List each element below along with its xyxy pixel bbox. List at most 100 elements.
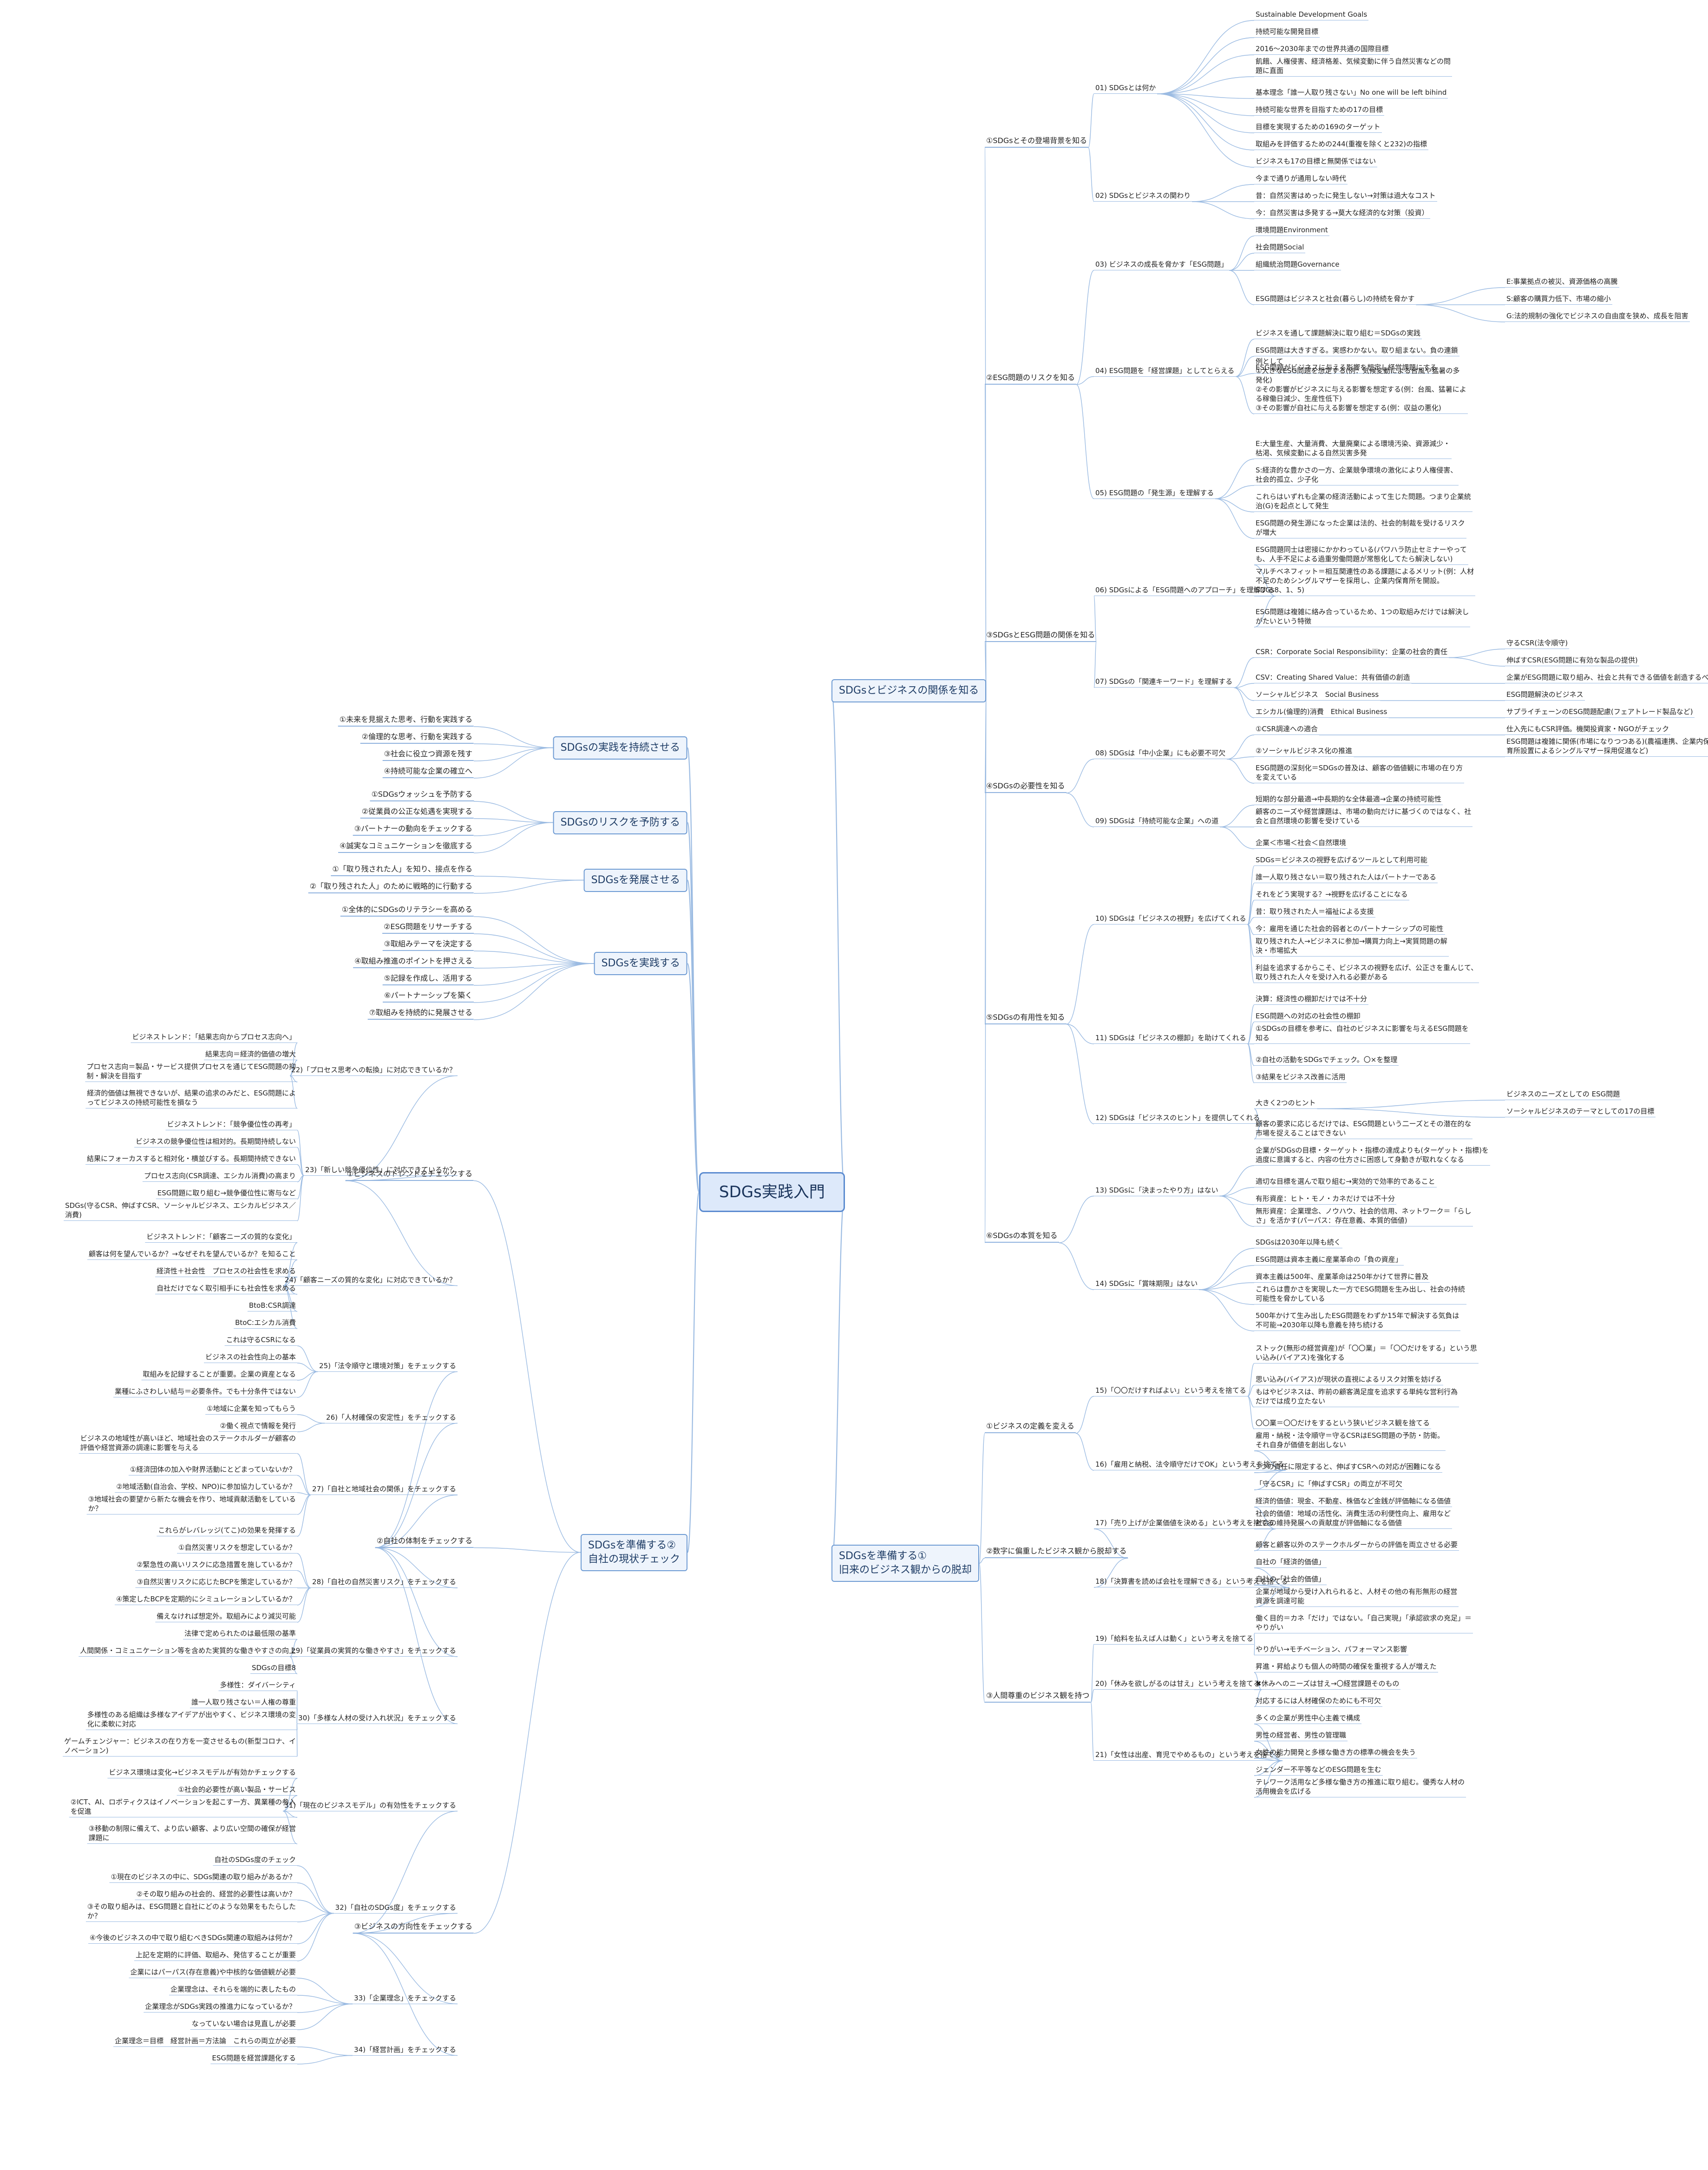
topic-70[interactable]: 11) SDGsは「ビジネスの棚卸」を助けてくれる: [1094, 1033, 1248, 1044]
topic-199[interactable]: ③ビジネスの方向性をチェックする: [353, 1922, 474, 1934]
topic-152[interactable]: 結果志向＝経済的価値の増大: [203, 1049, 297, 1060]
topic-11[interactable]: ビジネスも17の目標と無関係ではない: [1254, 157, 1378, 167]
topic-126[interactable]: テレワーク活用など多様な働き方の推進に取り組む。優秀な人材の 活用機会を広げる: [1254, 1777, 1466, 1797]
topic-111[interactable]: 自社の「社会的価値」: [1254, 1574, 1327, 1585]
topic-46[interactable]: ソーシャルビジネス Social Business: [1254, 690, 1381, 701]
topic-41[interactable]: CSR：Corporate Social Responsibility：企業の社…: [1254, 647, 1449, 658]
topic-69[interactable]: 利益を追求するからこそ、ビジネスの視野を広げ、公正さを重んじて、 取り残された人…: [1254, 963, 1479, 983]
topic-48[interactable]: エシカル(倫理的)消費 Ethical Business: [1254, 707, 1389, 718]
topic-32[interactable]: S:経済的な豊かさの一方、企業競争環境の激化により人権侵害、 社会的孤立、少子化: [1254, 465, 1459, 485]
topic-157[interactable]: ビジネスの競争優位性は相対的。長期間持続しない: [134, 1137, 297, 1147]
topic-136[interactable]: ④誠実なコミュニケーションを徹底する: [338, 841, 474, 853]
topic-198[interactable]: ゲームチェンジャー：ビジネスの在り方を一変させるもの(新型コロナ、イ ノベーショ…: [63, 1737, 297, 1757]
topic-35[interactable]: ③SDGsとESG問題の関係を知る: [985, 630, 1097, 642]
topic-170[interactable]: 25)「法令順守と環境対策」をチェックする: [318, 1361, 458, 1372]
topic-158[interactable]: 結果にフォーカスすると相対化・横並びする。長期間持続できない: [85, 1154, 297, 1165]
topic-1[interactable]: ①SDGsとその登場背景を知る: [985, 136, 1089, 148]
topic-141[interactable]: ①全体的にSDGsのリテラシーを高める: [340, 905, 474, 917]
topic-191[interactable]: 法律で定められたのは最低限の基準: [183, 1629, 297, 1639]
topic-4[interactable]: 持続可能な開発目標: [1254, 27, 1320, 38]
topic-20[interactable]: 組織統治問題Governance: [1254, 260, 1341, 270]
topic-164[interactable]: 顧客は何を望んでいるか？→なぜそれを望んでいるか？を知ること: [87, 1249, 297, 1260]
topic-101[interactable]: 雇用・納税・法令順守＝守るCSRはESG問題の予防・防衛。 それ自身が価値を創出…: [1254, 1431, 1446, 1451]
topic-189[interactable]: 備えなければ想定外。取組みにより減災可能: [155, 1612, 297, 1622]
topic-56[interactable]: ESG問題の深刻化＝SDGsの普及は、顧客の価値観に市場の在り方 を変えている: [1254, 763, 1465, 783]
topic-196[interactable]: 誰一人取り残さない＝人権の尊重: [190, 1698, 297, 1708]
topic-74[interactable]: ②自社の活動をSDGsでチェック。〇×を整理: [1254, 1055, 1399, 1066]
topic-131[interactable]: ④持続可能な企業の確立へ: [382, 767, 474, 778]
topic-214[interactable]: 企業理念は、それらを端的に表したもの: [169, 1985, 297, 1995]
main-topic-148[interactable]: SDGsを準備する② 自社の現状チェック: [580, 1534, 687, 1571]
topic-3[interactable]: Sustainable Development Goals: [1254, 10, 1369, 20]
topic-179[interactable]: ビジネスの地域性が高いほど、地域社会のステークホルダーが顧客の 評価や経営資源の…: [79, 1434, 297, 1454]
topic-147[interactable]: ⑦取組みを持続的に発展させる: [367, 1008, 474, 1020]
topic-113[interactable]: ③人間尊重のビジネス観を持つ: [985, 1691, 1091, 1703]
topic-208[interactable]: ②その取り組みの社会的、経営的必要性は高いか？: [135, 1889, 297, 1900]
topic-108[interactable]: 顧客と顧客以外のステークホルダーからの評価を両立させる必要: [1254, 1540, 1459, 1551]
topic-155[interactable]: 23)「新しい競争優位性」に対応できているか？: [304, 1165, 458, 1176]
topic-211[interactable]: 上記を定期的に評価、取組み、発信することが重要: [134, 1950, 297, 1961]
topic-19[interactable]: 社会問題Social: [1254, 243, 1306, 253]
main-topic-140[interactable]: SDGsを実践する: [594, 952, 687, 975]
topic-180[interactable]: ①経済団体の加入や財界活動にとどまっていないか？: [128, 1465, 297, 1475]
topic-97[interactable]: 思い込み(バイアス)が現状の直視によるリスク対策を妨げる: [1254, 1375, 1444, 1385]
topic-130[interactable]: ③社会に役立つ資源を残す: [382, 749, 474, 761]
topic-206[interactable]: 自社のSDGs度のチェック: [213, 1855, 297, 1866]
topic-115[interactable]: 働く目的＝カネ「だけ」ではない。「自己実現」「承認欲求の充足」＝ やりがい: [1254, 1613, 1473, 1633]
topic-159[interactable]: プロセス志向(CSR調達、エシカル消費)の高まり: [142, 1171, 297, 1182]
topic-27[interactable]: ESG問題は大きすぎる。実感わかない。取り組まない。負の連鎖: [1254, 346, 1459, 356]
topic-116[interactable]: やりがい→モチベーション、パフォーマンス影響: [1254, 1645, 1409, 1655]
topic-72[interactable]: ESG問題への対応の社会性の棚卸: [1254, 1011, 1362, 1022]
topic-142[interactable]: ②ESG問題をリサーチする: [382, 922, 474, 934]
topic-166[interactable]: 自社だけでなく取引相手にも社会性を求める: [155, 1284, 297, 1294]
topic-217[interactable]: 34)「経営計画」をチェックする: [353, 2045, 458, 2056]
topic-188[interactable]: ④策定したBCPを定期的にシミュレーションしているか？: [115, 1594, 297, 1605]
topic-218[interactable]: 企業理念＝目標 経営計画＝方法論 これらの両立が必要: [113, 2036, 297, 2047]
topic-58[interactable]: 短期的な部分最適→中長期的な全体最適→企業の持続可能性: [1254, 794, 1443, 805]
topic-210[interactable]: ④今後のビジネスの中で取り組むべきSDGs関連の取組みは何か？: [88, 1933, 297, 1944]
topic-212[interactable]: 33)「企業理念」をチェックする: [353, 1993, 458, 2004]
topic-73[interactable]: ①SDGsの目標を参考に、自社のビジネスに影響を与えるESG問題を 知る: [1254, 1024, 1470, 1044]
topic-10[interactable]: 取組みを評価するための244(重複を除くと232)の指標: [1254, 139, 1428, 150]
topic-96[interactable]: ストック(無形の経営資産)が「〇〇業」＝「〇〇だけをする」という思 い込み(バイ…: [1254, 1344, 1479, 1364]
topic-24[interactable]: G:法的規制の強化でビジネスの自由度を狭め、成長を阻害: [1505, 311, 1690, 322]
topic-200[interactable]: 31)「現在のビジネスモデル」の有効性をチェックする: [283, 1801, 458, 1811]
topic-183[interactable]: これらがレバレッジ(てこ)の効果を発揮する: [157, 1526, 297, 1536]
topic-75[interactable]: ③結果をビジネス改善に活用: [1254, 1072, 1347, 1083]
topic-207[interactable]: ①現在のビジネスの中に、SDGs関連の取り組みがあるか？: [109, 1872, 297, 1883]
topic-117[interactable]: 20)「休みを欲しがるのは甘え」という考えを捨てる: [1094, 1679, 1262, 1690]
topic-47[interactable]: ESG問題解決のビジネス: [1505, 690, 1585, 701]
topic-21[interactable]: ESG問題はビジネスと社会(暮らし)の持続を脅かす: [1254, 294, 1416, 305]
topic-150[interactable]: 22)「プロセス思考への転換」に対応できているか？: [290, 1065, 458, 1076]
topic-154[interactable]: 経済的価値は無視できないが、結果の追求のみだと、ESG問題によ ってビジネスの持…: [85, 1088, 297, 1108]
topic-25[interactable]: 04) ESG問題を「経営課題」としてとらえる: [1094, 366, 1236, 377]
topic-174[interactable]: 業種にふさわしい結与＝必要条件。でも十分条件ではない: [113, 1387, 297, 1397]
topic-125[interactable]: ジェンダー不平等などのESG問題を生む: [1254, 1765, 1383, 1776]
topic-197[interactable]: 多様性のある組織は多様なアイデアが出やすく、ビジネス環境の変 化に柔軟に対応: [85, 1710, 297, 1730]
topic-68[interactable]: 取り残された人→ビジネスに参加→購買力向上→実質問題の解 決・市場拡大: [1254, 937, 1449, 957]
topic-216[interactable]: なっていない場合は見直しが必要: [190, 2019, 297, 2030]
topic-143[interactable]: ③取組みテーマを決定する: [382, 939, 474, 951]
topic-64[interactable]: 誰一人取り残さない＝取り残された人はパートナーである: [1254, 872, 1438, 883]
topic-95[interactable]: 15)「〇〇だけすればよい」という考えを捨てる: [1094, 1386, 1248, 1396]
topic-83[interactable]: 企業がSDGsの目標・ターゲット・指標の達成よりも(ターゲット・指標)を 過度に…: [1254, 1146, 1490, 1166]
topic-177[interactable]: ②働く視点で情報を発行: [218, 1421, 297, 1432]
topic-50[interactable]: ④SDGsの必要性を知る: [985, 781, 1067, 793]
topic-215[interactable]: 企業理念がSDGs実践の推進力になっているか？: [144, 2002, 297, 2013]
topic-149[interactable]: ①ビジネスのトレンドをチェックする: [345, 1169, 474, 1181]
topic-138[interactable]: ①「取り残された人」を知り、接点を作る: [331, 865, 474, 876]
topic-29[interactable]: 例として ①大きなESG問題を想定する(例：気候変動による台風や猛暑の多 発化)…: [1254, 357, 1468, 414]
topic-40[interactable]: 07) SDGsの「関連キーワード」を理解する: [1094, 677, 1234, 688]
topic-173[interactable]: 取組みを記録することが重要。企業の資産となる: [141, 1370, 297, 1380]
topic-55[interactable]: ESG問題は複雑に関係(市場になりつつある)(農福連携、企業内保 育所設置による…: [1505, 737, 1708, 757]
topic-62[interactable]: 10) SDGsは「ビジネスの視野」を広げてくれる: [1094, 914, 1248, 924]
topic-52[interactable]: ①CSR調達への適合: [1254, 724, 1319, 735]
topic-181[interactable]: ②地域活動(自治会、学校、NPO)に参加協力しているか？: [115, 1482, 297, 1493]
topic-128[interactable]: ①未来を見据えた思考、行動を実践する: [338, 715, 474, 727]
topic-98[interactable]: もはやビジネスは、昨前の顧客満足度を追求する単純な営利行為 だけでは成り立たない: [1254, 1387, 1459, 1407]
topic-82[interactable]: 13) SDGsに「決まったやり方」はない: [1094, 1186, 1220, 1196]
topic-6[interactable]: 飢餓、人権侵害、経済格差、気候変動に伴う自然災害などの問 題に直面: [1254, 57, 1453, 77]
topic-168[interactable]: BtoC:エシカル消費: [234, 1318, 297, 1329]
topic-33[interactable]: これらはいずれも企業の経済活動によって生じた問題。つまり企業統 治(G)を起点と…: [1254, 492, 1472, 512]
topic-185[interactable]: ①自然災害リスクを想定しているか？: [177, 1543, 297, 1554]
